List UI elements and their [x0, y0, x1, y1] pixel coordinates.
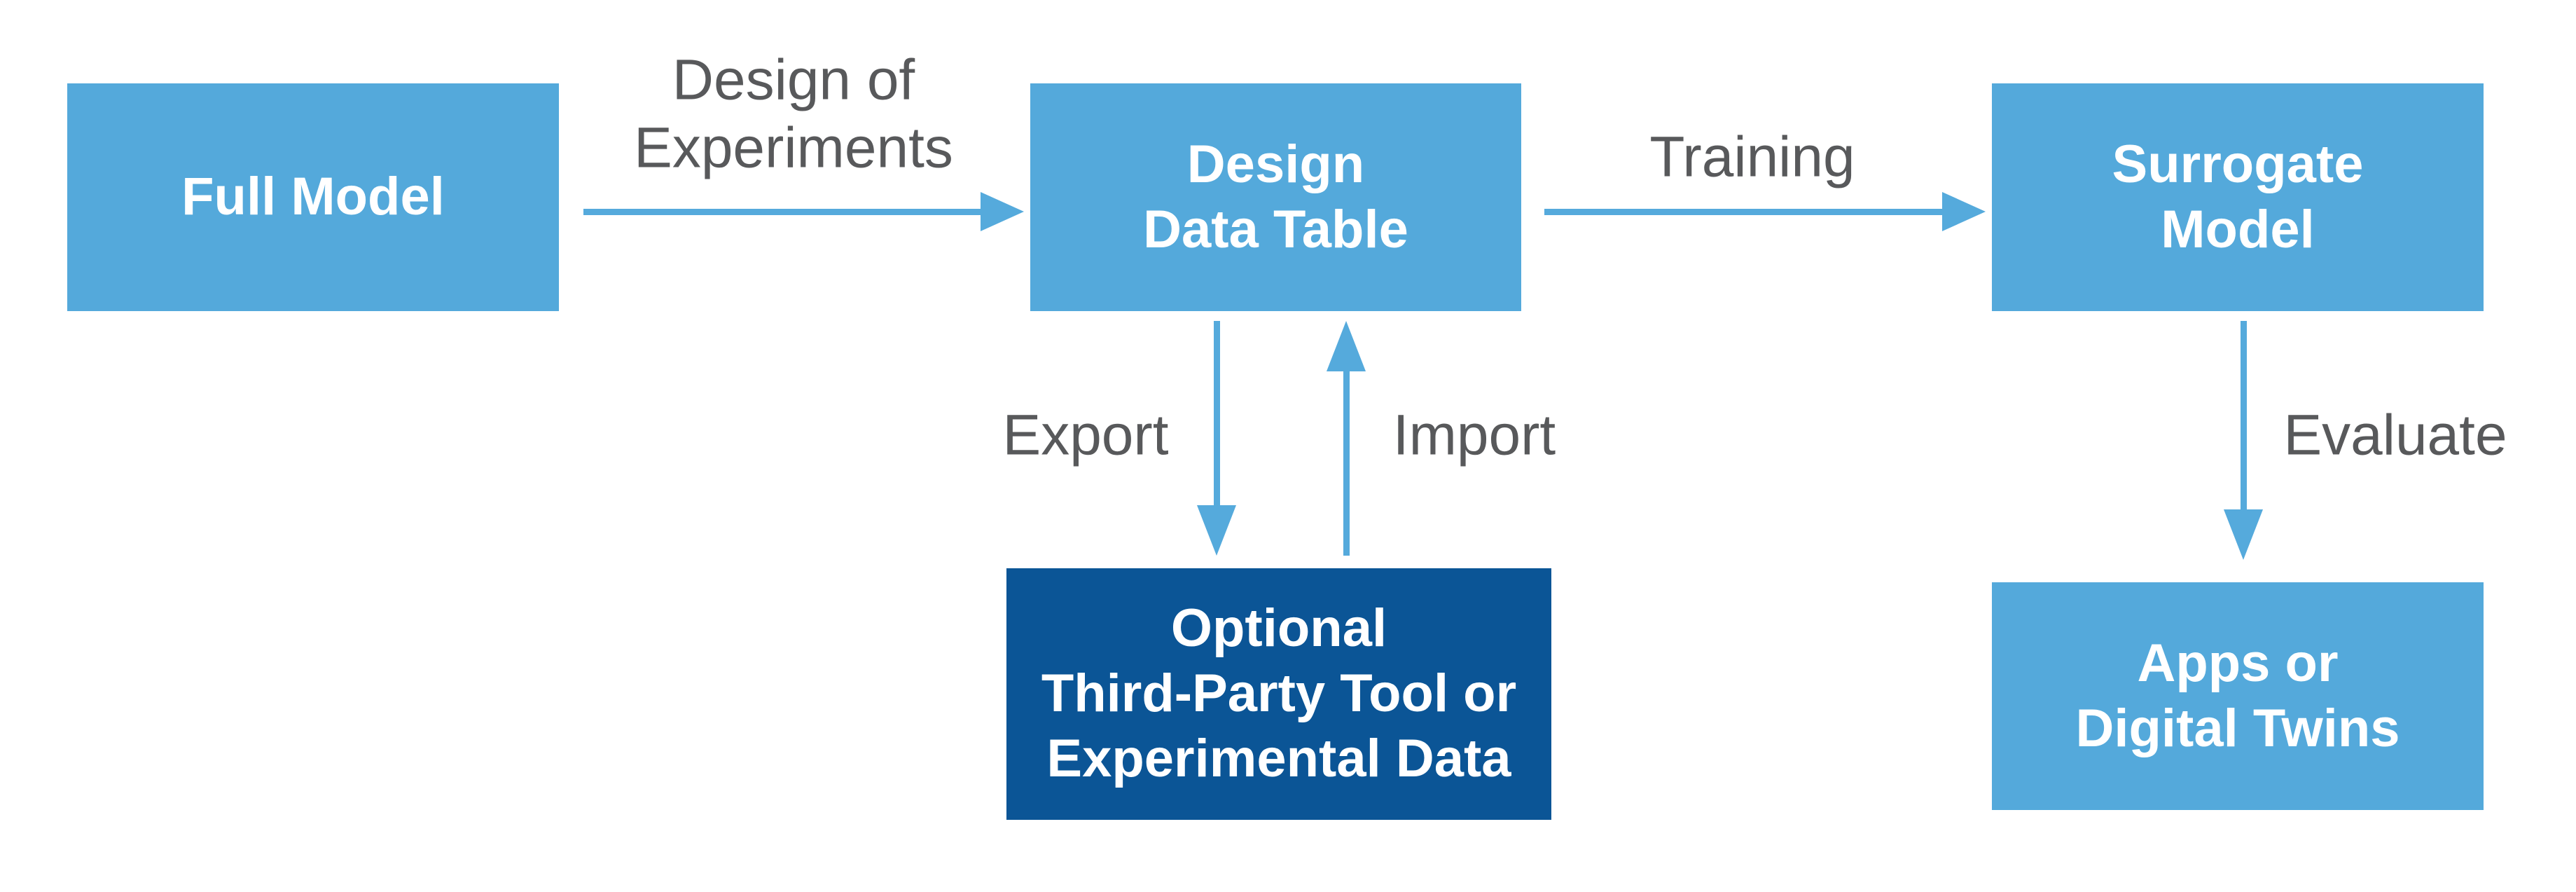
node-surrogate-model: Surrogate Model: [1992, 83, 2484, 311]
arrow-export: [1214, 321, 1220, 507]
edge-label-training: Training: [1649, 125, 1855, 189]
arrow-training: [1544, 209, 1946, 215]
arrow-evaluate: [2241, 321, 2247, 512]
edge-label-design-of-experiments: Design of Experiments: [634, 48, 953, 179]
edge-label-evaluate: Evaluate: [2283, 403, 2507, 467]
arrow-design-of-experiments: [583, 209, 984, 215]
arrowhead-right-icon: [981, 192, 1024, 231]
arrowhead-down-icon: [1197, 505, 1236, 556]
node-optional-third-party-tool: Optional Third-Party Tool or Experimenta…: [1006, 568, 1551, 820]
node-full-model: Full Model: [67, 83, 559, 311]
arrow-import: [1343, 369, 1350, 556]
arrowhead-right-icon: [1942, 192, 1986, 231]
edge-label-export: Export: [1002, 403, 1169, 467]
arrowhead-up-icon: [1327, 321, 1366, 371]
node-apps-or-digital-twins: Apps or Digital Twins: [1992, 582, 2484, 810]
node-design-data-table: Design Data Table: [1030, 83, 1521, 311]
arrowhead-down-icon: [2224, 509, 2263, 560]
edge-label-import: Import: [1392, 403, 1556, 467]
